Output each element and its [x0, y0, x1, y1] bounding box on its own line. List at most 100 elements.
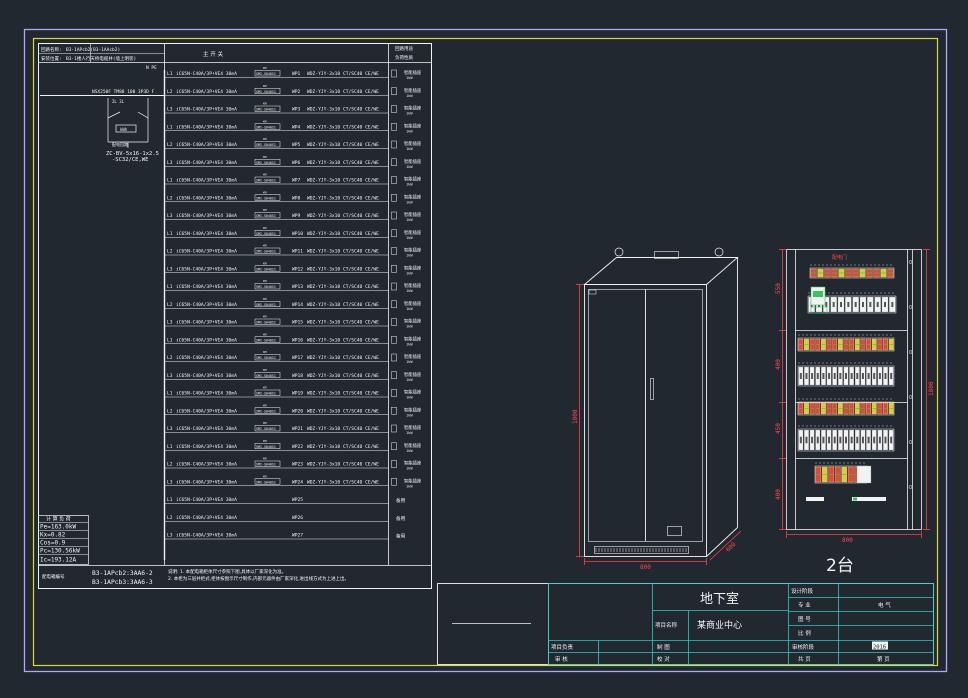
circuit-breaker: iC65N-C40A/3P+VE4 30mA: [176, 515, 237, 521]
circuit-phase: L3: [167, 320, 173, 326]
contactor-tag: KM: [263, 474, 267, 478]
circuit-load: 1kW: [406, 378, 413, 382]
circuit-number: WP13: [292, 284, 303, 290]
contactor-tag: KM: [263, 137, 267, 141]
calc-ic: Ic=193.12A: [40, 557, 77, 564]
sheet-label: 第 页: [877, 655, 890, 663]
circuit-use: 备用: [396, 497, 406, 504]
contactor-symbol: [254, 318, 281, 325]
cabinet-base-vent: [594, 546, 689, 554]
circuit-load: 1kW: [406, 449, 413, 453]
date-stamp: [872, 641, 888, 650]
circuit-breaker: iC65N-C40A/3P+VE4 30mA: [176, 142, 237, 148]
circuit-number: WP12: [292, 266, 303, 272]
circuit-breaker: iC65N-C40A/3P+VE4 30mA: [176, 124, 237, 130]
circuit-breaker: iC65N-C40A/3P+VE4 30mA: [176, 497, 237, 503]
circuit-contactor: SMI-S040S1: [256, 427, 276, 431]
contactor-tag: KM: [263, 208, 267, 212]
contactor-symbol: [254, 283, 281, 290]
circuit-cable: WDZ-YJY-3x10 CT/SC40 CE/WE: [307, 249, 379, 255]
circuit-phase: L3: [167, 266, 173, 272]
circuit-cable: WDZ-YJY-3x10 CT/SC40 CE/WE: [307, 213, 379, 219]
device-rows: [797, 260, 913, 501]
circuit-use: 智能插座: [404, 122, 422, 129]
circuit-phase: L1: [167, 178, 173, 184]
circuit-use: 备用: [396, 533, 406, 540]
cabinet-width-dim: 800: [640, 564, 651, 571]
contactor-symbol: [254, 212, 281, 219]
circuit-contactor: SMI-S040S1: [256, 356, 276, 360]
circuit-load: 1kW: [406, 218, 413, 222]
circuit-breaker: iC65N-C40A/3P+VE4 30mA: [176, 391, 237, 397]
contactor-tag: KM: [263, 226, 267, 230]
circuit-load: 1kW: [406, 431, 413, 435]
circuit-load: 1kW: [406, 94, 413, 98]
contactor-tag: KM: [263, 84, 267, 88]
circuit-number: WP19: [292, 391, 303, 397]
circuit-cable: WDZ-YJY-3x10 CT/SC40 CE/WE: [307, 373, 379, 379]
circuit-use: 备用: [396, 515, 406, 522]
circuit-load: 1kW: [406, 76, 413, 80]
circuit-use: 智能插座: [404, 424, 422, 431]
device-row: [797, 362, 895, 387]
circuit-cable: WDZ-YJY-3x10 CT/SC40 CE/WE: [307, 89, 379, 95]
circuit-use: 智能插座: [404, 229, 422, 236]
circuit-number: WP17: [292, 355, 303, 361]
circuit-cable: WDZ-YJY-3x10 CT/SC40 CE/WE: [307, 107, 379, 113]
circuit-terminal: [391, 300, 397, 308]
circuit-terminal: [391, 460, 397, 468]
circuit-use: 智能插座: [404, 247, 422, 254]
circuit-contactor: SMI-S040S1: [256, 179, 276, 183]
contactor-symbol: [254, 425, 281, 432]
cabinet-isometric-view: [583, 247, 739, 557]
device-row: [797, 398, 895, 416]
circuit-breaker: iC65N-C40A/3P+VE4 30mA: [176, 213, 237, 219]
circuit-cable: WDZ-YJY-3x10 CT/SC40 CE/WE: [307, 444, 379, 450]
circuit-cable: WDZ-YJY-3x10 CT/SC40 CE/WE: [307, 71, 379, 77]
circuit-number: WP21: [292, 426, 303, 432]
circuit-terminal: [391, 407, 397, 415]
contactor-symbol: [254, 372, 281, 378]
circuit-cable: WDZ-YJY-3x10 CT/SC40 CE/WE: [307, 302, 379, 308]
contactor-tag: KM: [263, 155, 267, 159]
circuit-load: 1kW: [406, 413, 413, 417]
circuit-breaker: iC65N-C40A/3P+VE4 30mA: [176, 479, 237, 485]
incoming-cable-label-1: 配电回路: [112, 141, 128, 147]
circuit-breaker: iC65N-C40A/3P+VE4 30mA: [176, 337, 237, 343]
circuit-cable: WDZ-YJY-3x10 CT/SC40 CE/WE: [307, 142, 379, 148]
cabinet-dimensions: [576, 284, 742, 565]
circuit-breaker: iC65N-C40A/3P+VE4 30mA: [176, 249, 237, 255]
circuit-use: 智能插座: [404, 87, 422, 94]
circuit-terminal: [391, 318, 397, 326]
column-title: 主 开 关: [203, 50, 223, 58]
contactor-tag: KM: [263, 279, 267, 283]
circuit-load: 1kW: [406, 289, 413, 293]
calc-kx: Kx=0.82: [40, 532, 66, 539]
circuit-cable: WDZ-YJY-3x10 CT/SC40 CE/WE: [307, 284, 379, 290]
circuit-number: WP5: [292, 142, 301, 148]
circuit-cable: WDZ-YJY-3x10 CT/SC40 CE/WE: [307, 195, 379, 201]
circuit-phase: L2: [167, 462, 173, 468]
circuit-terminal: [391, 478, 397, 486]
total-label: 共 页: [798, 655, 811, 663]
contactor-tag: KM: [263, 403, 267, 407]
layout-width-dim: 800: [842, 537, 853, 544]
circuit-use: 智能插座: [404, 193, 422, 200]
contactor-tag: KM: [263, 457, 267, 461]
circuit-cable: WDZ-YJY-3x10 CT/SC40 CE/WE: [307, 391, 379, 397]
contactor-tag: KM: [263, 173, 267, 177]
circuit-phase: L3: [167, 160, 173, 166]
circuit-terminal: [391, 229, 397, 237]
circuit-breaker: iC65N-C40A/3P+VE4 30mA: [176, 444, 237, 450]
circuit-contactor: SMI-S040S1: [256, 409, 276, 413]
contactor-symbol: [254, 70, 281, 77]
contactor-symbol: [254, 407, 281, 414]
circuit-contactor: SMI-S040S1: [256, 232, 276, 236]
